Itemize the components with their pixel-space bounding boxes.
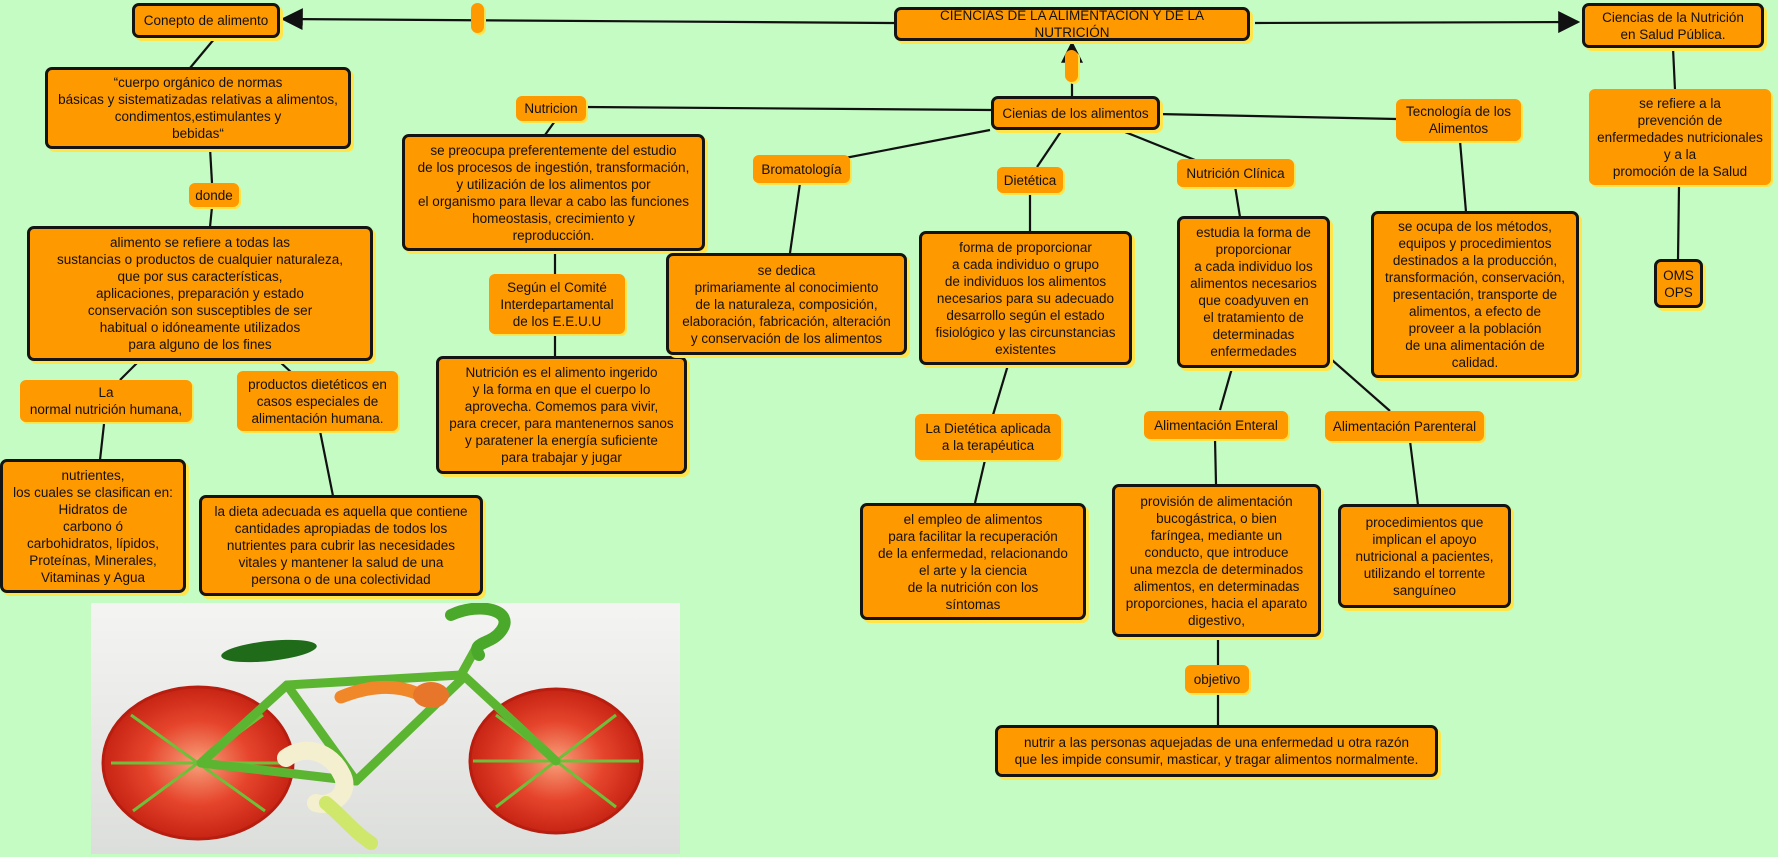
cuerpo-node[interactable]: “cuerpo orgánico de normas básicas y sis… [45,67,351,149]
nutricion-label[interactable]: Nutricion [516,96,586,121]
edge-clinica-estudia [1233,185,1242,218]
estudia-node[interactable]: estudia la forma de proporcionar a cada … [1177,216,1330,368]
nutrir-node[interactable]: nutrir a las personas aquejadas de una e… [995,725,1438,777]
nutricion-def-node[interactable]: se preocupa preferentemente del estudio … [402,134,705,251]
donde-label[interactable]: donde [189,183,239,207]
edge-forma-aplicada [991,364,1010,416]
link-pill [1065,50,1078,82]
objetivo-label[interactable]: objetivo [1185,665,1249,693]
edge-cienias-dietetica [1036,129,1063,168]
edge-estudia-parenteral [1331,359,1391,412]
nutricion-ingerido-node[interactable]: Nutrición es el alimento ingerido y la f… [436,356,687,474]
la-normal-label[interactable]: La normal nutrición humana, [20,380,192,422]
edge-nutricion-def [544,120,556,136]
edge-cienias-clinica [1119,128,1196,162]
alimento-node[interactable]: alimento se refiere a todas las sustanci… [27,226,373,361]
dieta-node[interactable]: la dieta adecuada es aquella que contien… [199,495,483,596]
provision-node[interactable]: provisión de alimentación bucogástrica, … [1112,484,1321,637]
se-dedica-node[interactable]: se dedica primariamente al conocimiento … [666,253,907,355]
edge-saludpublica-serefiere [1671,47,1677,91]
enteral-label[interactable]: Alimentación Enteral [1144,411,1288,439]
tecnologia-label[interactable]: Tecnología de los Alimentos [1396,99,1521,141]
edge-serefiere-oms [1676,185,1681,261]
se-refiere-label[interactable]: se refiere a la prevención de enfermedad… [1589,89,1771,185]
edge-tecnologia-seocupa [1458,140,1468,213]
edge-aplicada-empleo [973,459,987,504]
edge-concepto-cuerpo [189,37,216,69]
se-ocupa-node[interactable]: se ocupa de los métodos, equipos y proce… [1371,211,1579,378]
edge-productos-dieta [318,430,335,497]
edge-cuerpo-donde [208,147,214,184]
nutricion-clinica-label[interactable]: Nutrición Clínica [1177,159,1294,187]
nutrientes-node[interactable]: nutrientes, los cuales se clasifican en:… [0,459,186,593]
edge-lanormal-nutrientes [98,423,106,461]
comite-label[interactable]: Según el Comité Interdepartamental de lo… [489,274,625,334]
salud-publica-node[interactable]: Ciencias de la Nutrición en Salud Públic… [1582,3,1764,48]
parenteral-label[interactable]: Alimentación Parenteral [1325,411,1484,441]
cienias-node[interactable]: Cienias de los alimentos [991,96,1160,130]
vegetable-bicycle-image [91,603,680,854]
edge-alimento-lanormal [119,361,139,381]
edge-main-saludpublica [1254,11,1581,34]
main-topic[interactable]: CIENCIAS DE LA ALIMENTACIÒN Y DE LA NUTR… [894,7,1250,41]
dietetica-label[interactable]: Dietética [997,167,1063,193]
bromatologia-label[interactable]: Bromatología [753,155,850,183]
link-pill [471,3,484,33]
edge-cienias-nutricion [583,105,993,112]
productos-dieteticos-label[interactable]: productos dietéticos en casos especiales… [237,371,398,431]
edge-bromatologia-sededica [788,182,802,254]
edge-enteral-provision [1213,438,1218,485]
edge-estudia-enteral [1218,367,1234,411]
forma-proporcionar-node[interactable]: forma de proporcionar a cada individuo o… [919,231,1132,365]
dietetica-aplicada-label[interactable]: La Dietética aplicada a la terapéutica [915,414,1061,460]
edge-cienias-tecnologia [1156,112,1398,121]
edge-cienias-bromatologia [844,128,991,160]
edge-parenteral-procedimientos [1408,440,1420,506]
procedimientos-node[interactable]: procedimientos que implican el apoyo nut… [1338,504,1511,608]
edge-main-concepto [280,8,895,31]
oms-node[interactable]: OMS OPS [1654,259,1703,308]
empleo-node[interactable]: el empleo de alimentos para facilitar la… [860,503,1086,620]
concepto-node[interactable]: Conepto de alimento [132,3,280,38]
edge-donde-alimento [208,206,214,228]
